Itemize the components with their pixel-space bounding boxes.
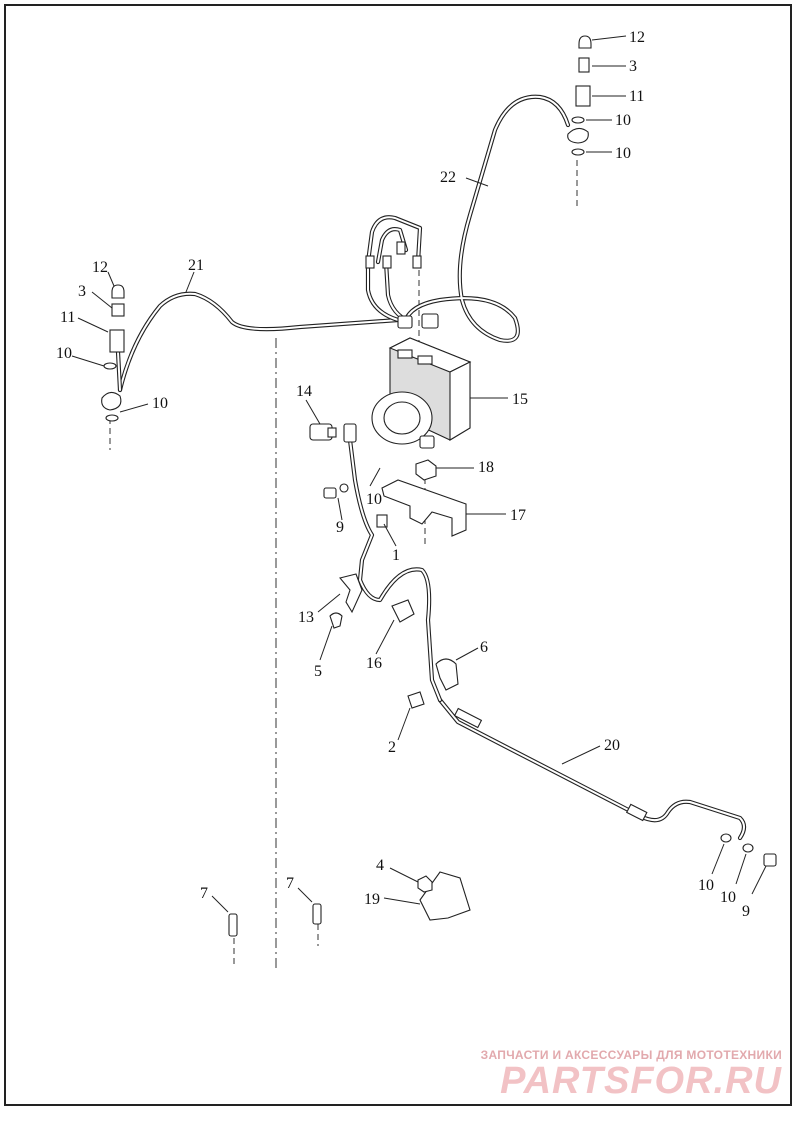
callout-1: 1 bbox=[392, 547, 400, 564]
clip-16 bbox=[391, 599, 415, 623]
callout-19: 19 bbox=[364, 891, 380, 908]
brake-line-20 bbox=[437, 697, 747, 841]
screw-5 bbox=[329, 612, 343, 629]
callout-3-left: 3 bbox=[78, 283, 86, 300]
callout-10-left-1: 10 bbox=[56, 345, 72, 362]
callout-2: 2 bbox=[388, 739, 396, 756]
callout-10-front-2: 10 bbox=[615, 145, 631, 162]
brake-line-1 bbox=[343, 423, 443, 703]
callout-16: 16 bbox=[366, 655, 382, 672]
callout-11-front: 11 bbox=[629, 88, 644, 105]
pipe-bundle bbox=[365, 215, 439, 329]
callout-10-rear-2: 10 bbox=[720, 889, 736, 906]
callout-5: 5 bbox=[314, 663, 322, 680]
callout-14: 14 bbox=[296, 383, 312, 400]
watermark-logo: PARTSFOR.RU bbox=[500, 1060, 782, 1102]
callout-12-left: 12 bbox=[92, 259, 108, 276]
callout-10-rear-1: 10 bbox=[698, 877, 714, 894]
bolt-2 bbox=[407, 691, 425, 709]
callout-15: 15 bbox=[512, 391, 528, 408]
callout-17: 17 bbox=[510, 507, 526, 524]
washer-10-rear-2 bbox=[742, 843, 754, 853]
watermark: ЗАПЧАСТИ И АКСЕССУАРЫ ДЛЯ МОТОТЕХНИКИ PA… bbox=[481, 1048, 782, 1103]
callout-20: 20 bbox=[604, 737, 620, 754]
grommet-18 bbox=[415, 459, 437, 481]
watermark-tagline: ЗАПЧАСТИ И АКСЕССУАРЫ ДЛЯ МОТОТЕХНИКИ bbox=[480, 1048, 782, 1062]
brake-line-22 bbox=[402, 94, 571, 343]
callout-18: 18 bbox=[478, 459, 494, 476]
left-fitting-stack bbox=[101, 284, 125, 422]
nut-4 bbox=[417, 875, 433, 893]
diagram-frame bbox=[4, 4, 792, 1106]
callout-21: 21 bbox=[188, 257, 204, 274]
front-fitting-stack bbox=[567, 35, 592, 156]
bracket-17 bbox=[381, 479, 467, 537]
callout-7-left: 7 bbox=[200, 885, 208, 902]
callout-10-front-1: 10 bbox=[615, 112, 631, 129]
pin-7-left bbox=[228, 913, 238, 937]
callout-10-left-2: 10 bbox=[152, 395, 168, 412]
callout-9-rear: 9 bbox=[742, 903, 750, 920]
callout-9-upper: 9 bbox=[336, 519, 344, 536]
callout-6: 6 bbox=[480, 639, 488, 656]
callout-10-module: 10 bbox=[366, 491, 382, 508]
callout-22: 22 bbox=[440, 169, 456, 186]
washer-10-rear-1 bbox=[720, 833, 732, 843]
callout-12-front: 12 bbox=[629, 29, 645, 46]
abs-module bbox=[371, 337, 472, 449]
brake-line-21 bbox=[115, 291, 401, 393]
pin-7-right bbox=[312, 903, 322, 925]
bolt-9-upper bbox=[323, 483, 349, 499]
bolt-9-rear bbox=[763, 853, 777, 867]
callout-7-right: 7 bbox=[286, 875, 294, 892]
callout-11-left: 11 bbox=[60, 309, 75, 326]
sensor-14 bbox=[309, 423, 337, 441]
callout-3-front: 3 bbox=[629, 58, 637, 75]
callout-13: 13 bbox=[298, 609, 314, 626]
clip-13 bbox=[339, 573, 363, 614]
clamp-6 bbox=[435, 658, 459, 691]
callout-4: 4 bbox=[376, 857, 384, 874]
